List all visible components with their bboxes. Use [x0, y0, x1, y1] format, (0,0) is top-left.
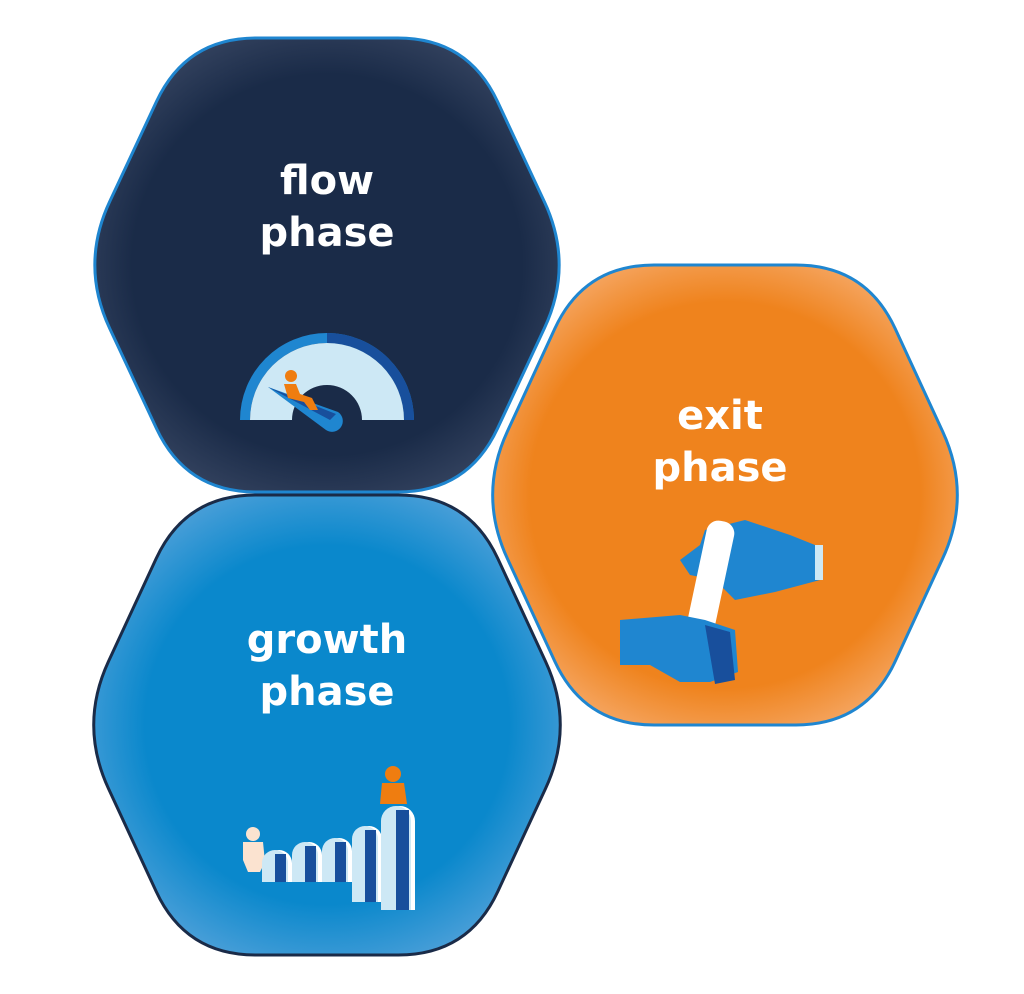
exit-phase-line2: phase [652, 445, 788, 491]
growth-phase-line1: growth [246, 617, 408, 663]
step-block-shade [305, 846, 316, 882]
step-block-shade [335, 842, 346, 882]
growth-phase-hexagon [92, 493, 562, 957]
exit-phase-hexagon [491, 263, 959, 727]
growth-phase-label: growth phase [177, 614, 477, 718]
baton-handoff-icon [620, 520, 823, 684]
growth-steps-icon [243, 766, 415, 910]
step-block-shade [396, 810, 409, 910]
step-block-shade [365, 830, 376, 902]
flow-phase-line1: flow [279, 158, 375, 204]
flow-phase-label: flow phase [177, 155, 477, 259]
flow-phase-line2: phase [259, 210, 395, 256]
growth-phase-line2: phase [259, 669, 395, 715]
flow-phase-hexagon [93, 36, 561, 494]
step-block-shade [275, 854, 286, 882]
exit-phase-label: exit phase [570, 390, 870, 494]
exit-phase-line1: exit [677, 393, 763, 439]
speedometer-icon [240, 333, 414, 432]
